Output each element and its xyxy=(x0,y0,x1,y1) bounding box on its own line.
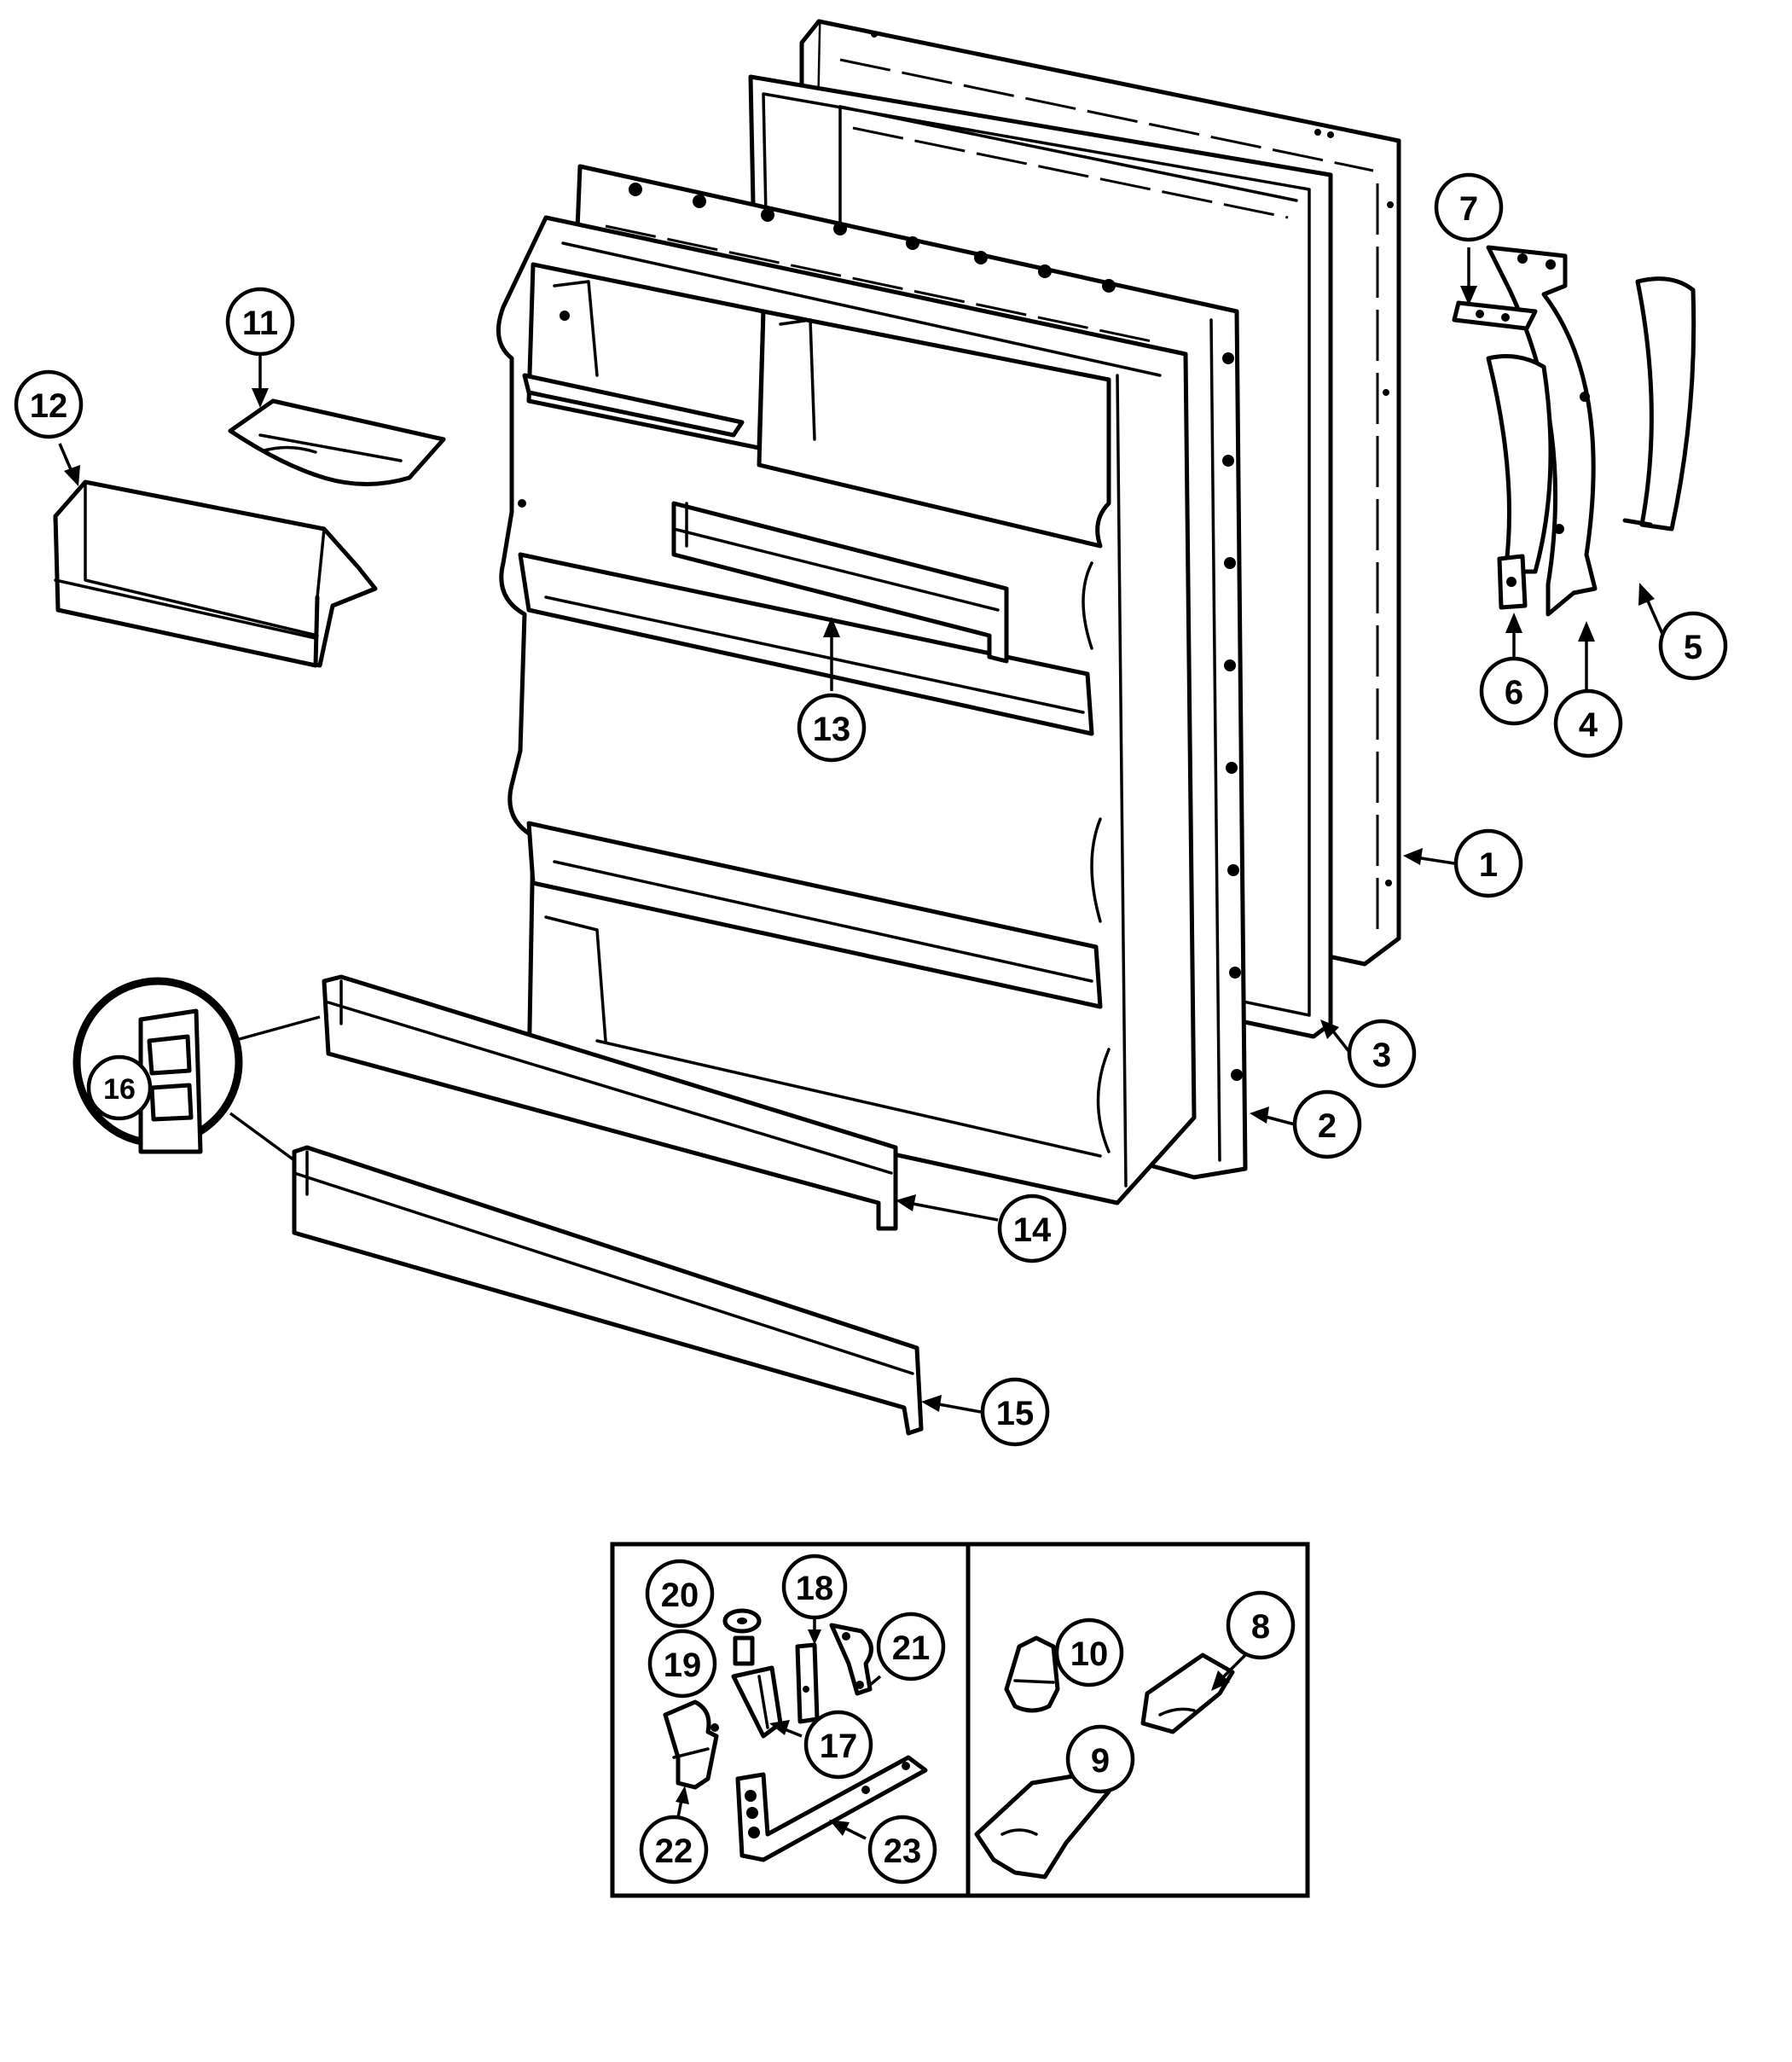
callout-1: 1 xyxy=(1453,828,1523,898)
callout-label: 22 xyxy=(655,1833,693,1870)
callout-label: 18 xyxy=(796,1570,834,1607)
lower-shelf xyxy=(526,817,1103,1009)
hinge-cover-11 xyxy=(228,398,446,486)
callout-label: 7 xyxy=(1459,190,1478,228)
callout-3: 3 xyxy=(1347,1019,1417,1089)
callout-6: 6 xyxy=(1479,656,1549,726)
callout-label: 9 xyxy=(1091,1742,1110,1780)
callout-9: 9 xyxy=(1065,1724,1135,1794)
hinge-hardware-inset xyxy=(610,1542,1310,1898)
hinge-spring-5 xyxy=(1622,276,1696,531)
hinge-pivot-22 xyxy=(663,1699,719,1790)
callout-label: 13 xyxy=(813,711,851,748)
hinge-arm-23 xyxy=(735,1755,928,1862)
callout-12: 12 xyxy=(14,369,84,439)
callout-13: 13 xyxy=(797,693,867,763)
callout-label: 19 xyxy=(664,1647,702,1684)
callout-label: 3 xyxy=(1372,1037,1391,1074)
callout-label: 17 xyxy=(820,1728,858,1765)
callout-19: 19 xyxy=(647,1629,717,1699)
door-rail-14 xyxy=(322,974,898,1231)
bushing-10 xyxy=(1004,1635,1060,1713)
callout-label: 4 xyxy=(1579,706,1598,744)
callout-label: 8 xyxy=(1251,1608,1270,1646)
middle-shelf xyxy=(518,552,1094,736)
callout-20: 20 xyxy=(645,1559,715,1629)
pin-19 xyxy=(733,1635,755,1666)
callout-2: 2 xyxy=(1292,1089,1362,1159)
top-compartment xyxy=(518,262,1111,549)
callout-label: 23 xyxy=(884,1833,922,1870)
callout-label: 20 xyxy=(661,1577,699,1614)
callout-label: 12 xyxy=(30,387,68,425)
callout-label: 2 xyxy=(1318,1107,1337,1145)
callout-14: 14 xyxy=(997,1194,1067,1263)
callout-18: 18 xyxy=(781,1554,848,1620)
callout-5: 5 xyxy=(1658,611,1728,681)
callout-8: 8 xyxy=(1226,1590,1296,1660)
callout-label: 6 xyxy=(1505,674,1523,712)
callout-label: 10 xyxy=(1070,1635,1109,1673)
callout-label: 16 xyxy=(103,1073,136,1106)
washer-20 xyxy=(722,1608,762,1634)
hinge-cover-8 xyxy=(1140,1653,1235,1734)
callout-label: 15 xyxy=(996,1395,1035,1432)
hinge-cover-9 xyxy=(974,1772,1111,1879)
hinge-plate-7 xyxy=(1452,300,1538,331)
callout-23: 23 xyxy=(867,1815,937,1885)
callout-label: 21 xyxy=(892,1629,931,1667)
callout-label: 14 xyxy=(1013,1211,1052,1249)
callout-17: 17 xyxy=(803,1710,873,1780)
callout-15: 15 xyxy=(980,1377,1050,1447)
callout-16: 16 xyxy=(86,1054,153,1121)
spacer-18 xyxy=(795,1642,820,1724)
butter-compartment-door xyxy=(53,479,378,668)
door-bar-13 xyxy=(671,501,1009,664)
bracket-21 xyxy=(829,1623,873,1696)
callout-21: 21 xyxy=(876,1612,946,1682)
callout-label: 11 xyxy=(242,305,278,342)
callout-label: 1 xyxy=(1479,846,1498,884)
callout-11: 11 xyxy=(225,287,295,357)
bottom-compartment xyxy=(544,915,1111,1158)
callout-10: 10 xyxy=(1054,1618,1124,1687)
leader-lines xyxy=(58,247,1665,1840)
door-rail-15 xyxy=(292,1145,924,1436)
callout-7: 7 xyxy=(1434,172,1504,242)
hinge-spring-6 xyxy=(1486,354,1553,610)
callout-label: 5 xyxy=(1684,629,1702,666)
callout-4: 4 xyxy=(1553,688,1623,758)
callout-22: 22 xyxy=(639,1815,709,1885)
